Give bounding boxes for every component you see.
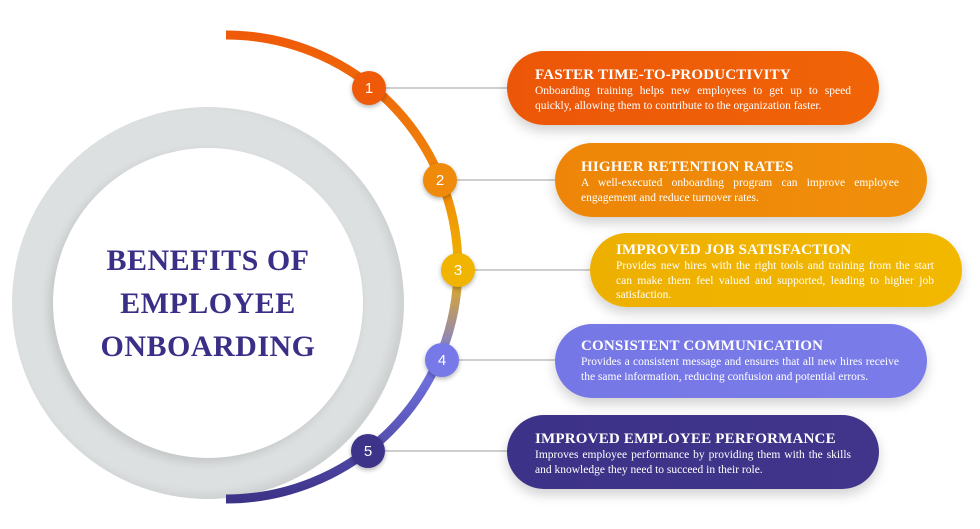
step-number: 3	[453, 261, 463, 279]
diagram-title: BENEFITS OF EMPLOYEE ONBOARDING	[100, 239, 315, 368]
step-badge-2: 2	[423, 163, 457, 197]
benefit-card-1: FASTER TIME-TO-PRODUCTIVITY Onboarding t…	[507, 51, 879, 125]
step-badge-3: 3	[441, 253, 475, 287]
title-line-3: ONBOARDING	[100, 329, 316, 363]
connector-line-4	[458, 359, 568, 361]
connector-line-1	[385, 87, 515, 89]
benefit-card-3: IMPROVED JOB SATISFACTION Provides new h…	[590, 233, 962, 307]
card-text: Provides a consistent message and ensure…	[581, 356, 899, 383]
card-heading: FASTER TIME-TO-PRODUCTIVITY	[535, 67, 791, 83]
card-heading: IMPROVED EMPLOYEE PERFORMANCE	[535, 431, 836, 447]
step-badge-1: 1	[352, 71, 386, 105]
card-heading: IMPROVED JOB SATISFACTION	[616, 242, 852, 258]
card-heading: HIGHER RETENTION RATES	[581, 159, 794, 175]
step-number: 4	[437, 351, 447, 369]
card-text: Improves employee performance by providi…	[535, 449, 851, 476]
center-circle: BENEFITS OF EMPLOYEE ONBOARDING	[53, 148, 363, 458]
step-number: 2	[435, 171, 445, 189]
connector-line-5	[385, 450, 515, 452]
benefit-card-4: CONSISTENT COMMUNICATION Provides a cons…	[555, 324, 927, 398]
step-number: 5	[363, 442, 373, 460]
step-badge-5: 5	[351, 434, 385, 468]
benefit-card-2: HIGHER RETENTION RATES A well-executed o…	[555, 143, 927, 217]
step-badge-4: 4	[425, 343, 459, 377]
card-text: Provides new hires with the right tools …	[616, 260, 934, 301]
card-heading: CONSISTENT COMMUNICATION	[581, 338, 824, 354]
connector-line-2	[455, 179, 565, 181]
title-line-2: EMPLOYEE	[120, 286, 296, 320]
title-line-1: BENEFITS OF	[106, 243, 310, 277]
benefit-card-5: IMPROVED EMPLOYEE PERFORMANCE Improves e…	[507, 415, 879, 489]
connector-line-3	[474, 269, 594, 271]
card-text: A well-executed onboarding program can i…	[581, 177, 899, 204]
step-number: 1	[364, 79, 374, 97]
card-text: Onboarding training helps new employees …	[535, 85, 851, 112]
